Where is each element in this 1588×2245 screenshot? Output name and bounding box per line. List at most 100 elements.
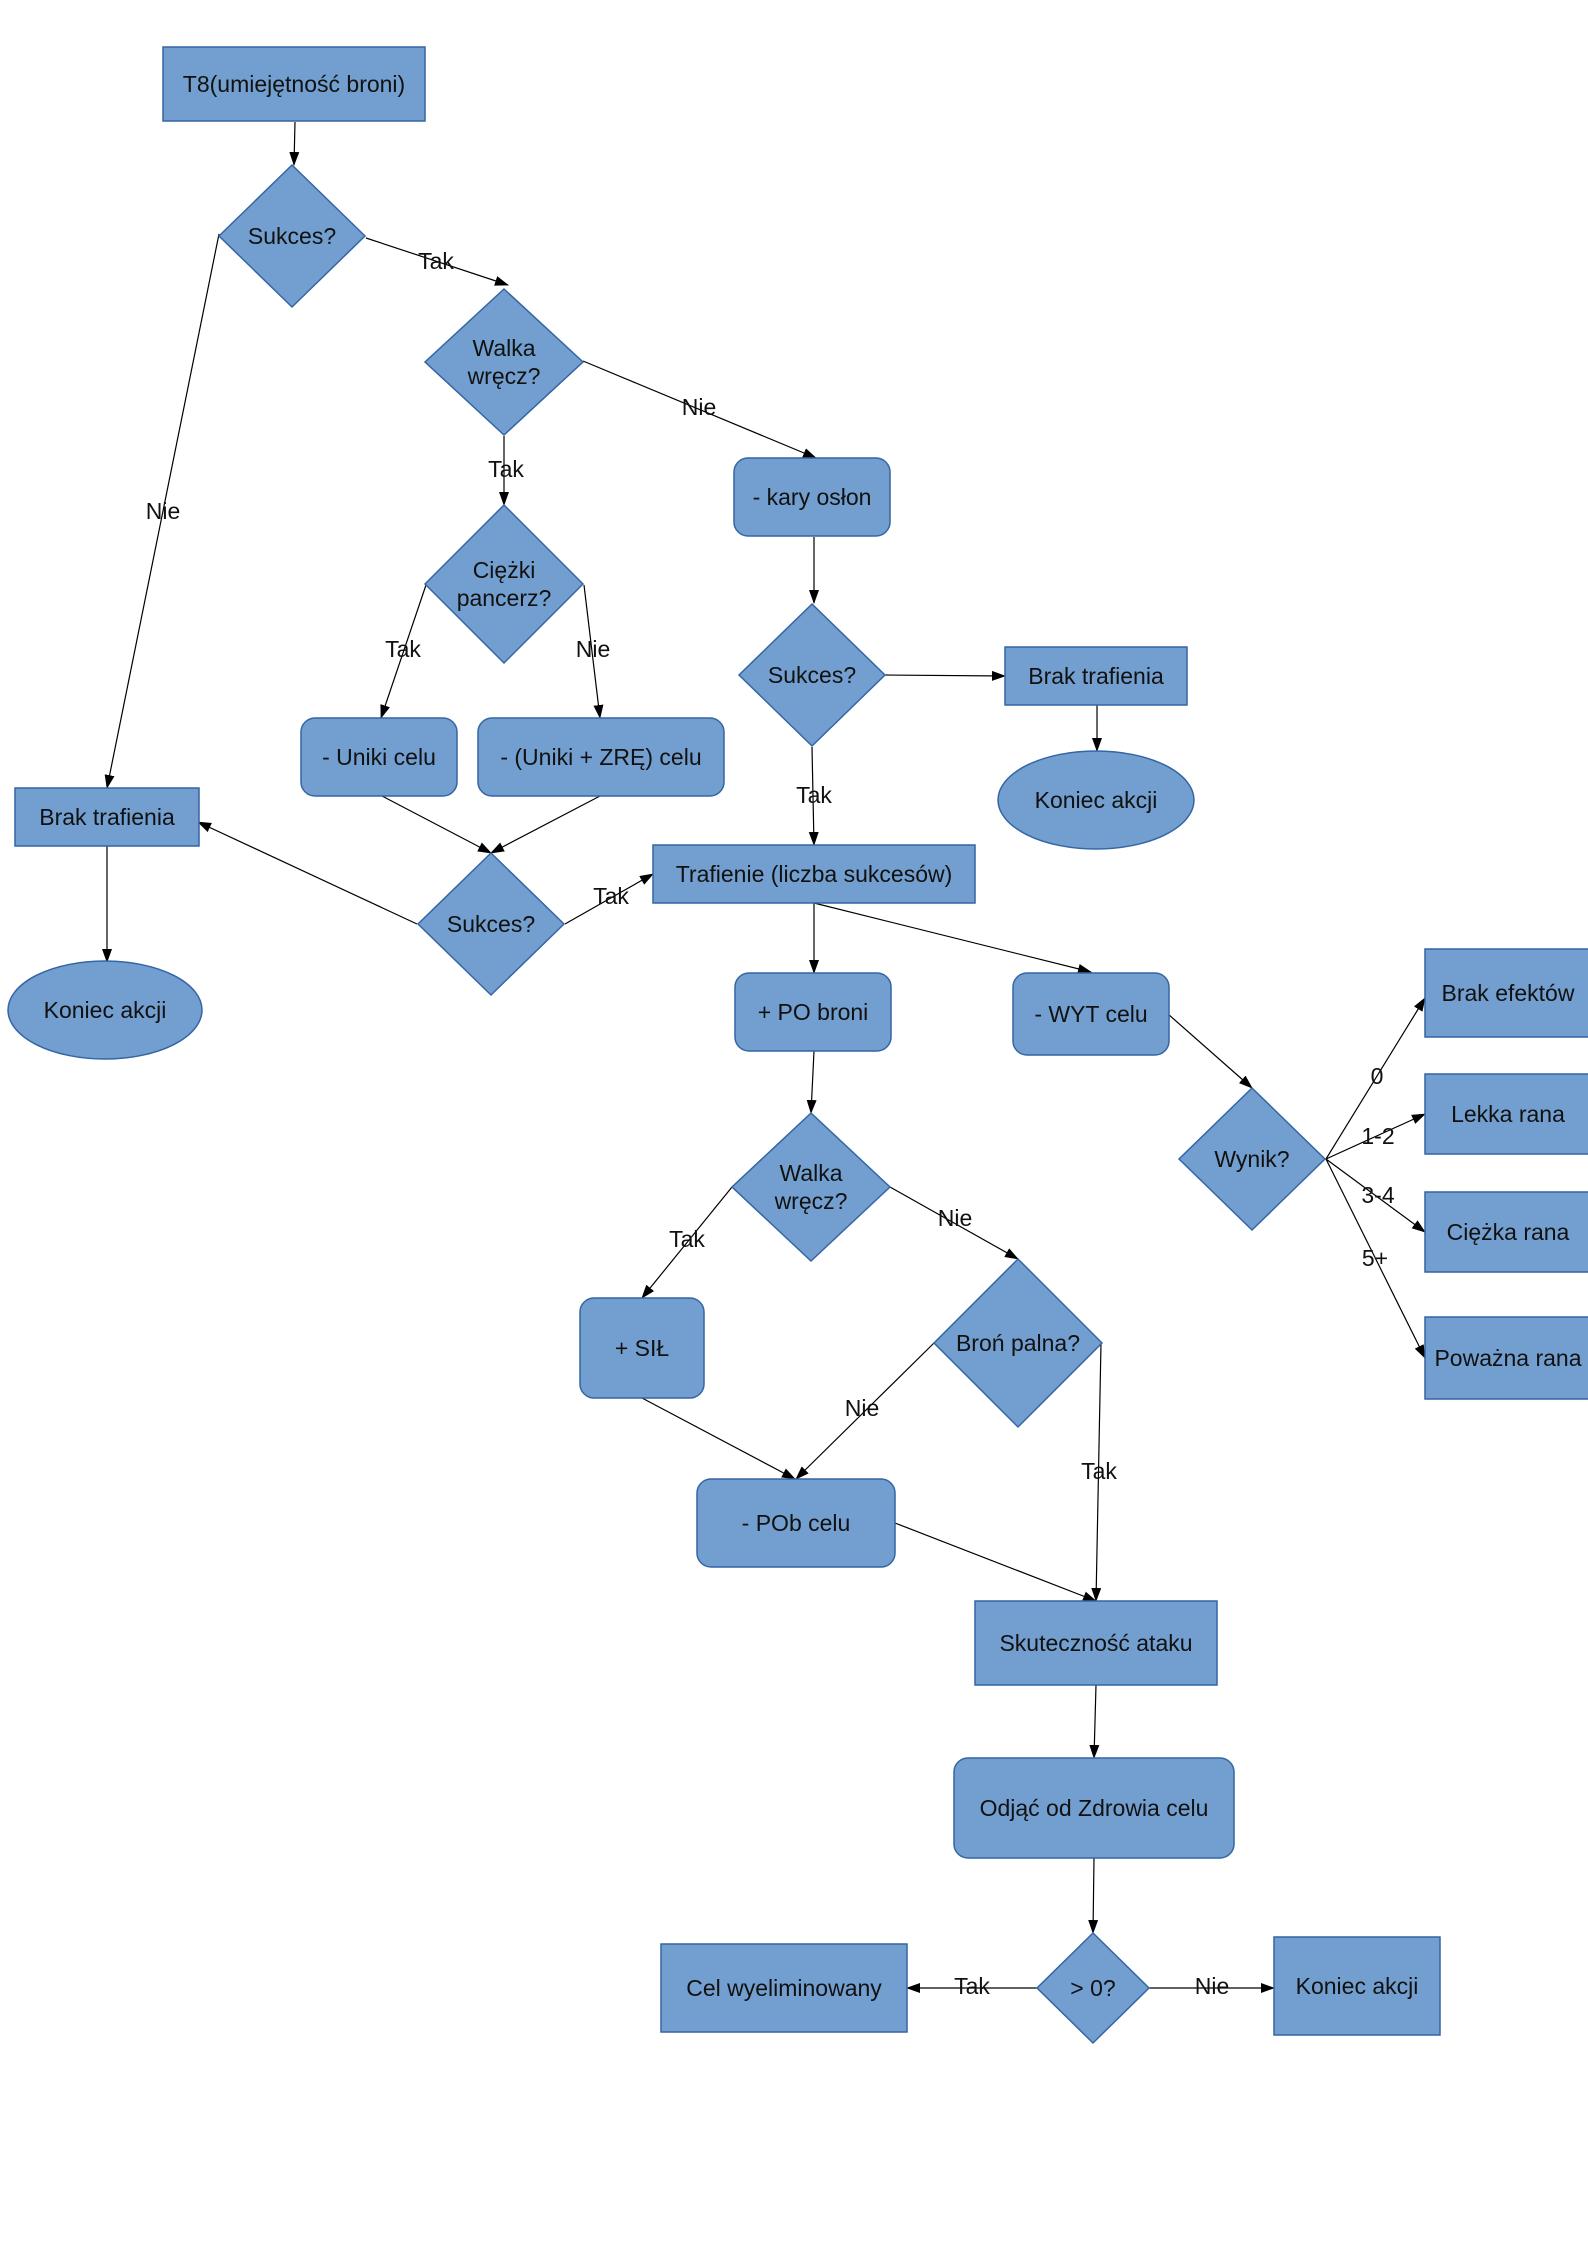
edge-label-e23: 5+ <box>1362 1245 1388 1271</box>
edge-arrow-e1 <box>289 121 300 166</box>
node-d_firearm: Broń palna? <box>932 1257 1104 1429</box>
edge-arrow-e14 <box>490 795 601 854</box>
node-label-effect: Skuteczność ataku <box>999 1630 1192 1656</box>
node-label-cover: - kary osłon <box>753 484 872 510</box>
node-shape-wyt <box>1012 972 1170 1056</box>
node-d_success2: Sukces? <box>737 602 887 748</box>
node-shape-miss1 <box>14 787 200 847</box>
node-shape-eliminated <box>660 1943 908 2033</box>
node-start: T8(umiejętność broni) <box>162 46 426 122</box>
node-shape-end3 <box>1273 1936 1441 2036</box>
node-serious: Poważna rana <box>1424 1316 1588 1400</box>
node-end3: Koniec akcji <box>1273 1936 1441 2036</box>
node-eliminated: Cel wyeliminowany <box>660 1943 908 2033</box>
edge-arrow-e15 <box>197 821 418 925</box>
node-d_success3: Sukces? <box>416 851 566 997</box>
node-label-d_firearm: Broń palna? <box>956 1330 1080 1356</box>
edge-arrow-e23 <box>1325 1158 1426 1359</box>
edge-label-e33: Tak <box>954 1973 990 1999</box>
edge-label-e22: 3-4 <box>1361 1182 1394 1208</box>
node-shape-cover <box>733 457 891 537</box>
edge-arrow-e27 <box>641 1397 796 1480</box>
edge-label-e4: Nie <box>146 498 181 524</box>
edge-arrow-e18 <box>813 902 1092 974</box>
edge-label-e29: Tak <box>1081 1458 1117 1484</box>
edge-arrow-e24 <box>806 1050 817 1114</box>
node-label-end1: Koniec akcji <box>44 997 167 1023</box>
edge-label-e7: Nie <box>576 636 611 662</box>
node-shape-pob <box>696 1478 896 1568</box>
node-shape-po <box>734 972 892 1052</box>
node-effect: Skuteczność ataku <box>974 1600 1218 1686</box>
edge-arrow-e19 <box>1167 1013 1253 1089</box>
node-shape-start <box>162 46 426 122</box>
node-shape-d_melee1 <box>423 287 585 437</box>
edge-arrow-e7 <box>583 584 604 719</box>
node-shape-d_success1 <box>217 163 367 309</box>
edge-label-e16: Tak <box>593 883 629 909</box>
edge-label-e25: Tak <box>669 1226 705 1252</box>
node-label-po: + PO broni <box>758 999 869 1025</box>
node-label-hit: Trafienie (liczba sukcesów) <box>676 861 953 887</box>
edge-arrow-e32 <box>1088 1857 1099 1934</box>
node-label-wyt: - WYT celu <box>1034 1001 1147 1027</box>
edge-arrow-e16 <box>564 873 654 925</box>
node-shape-d_armor <box>423 503 585 665</box>
node-shape-effect <box>974 1600 1218 1686</box>
node-shape-d_result <box>1177 1086 1327 1232</box>
node-shape-d_firearm <box>932 1257 1104 1429</box>
node-dodge: - Uniki celu <box>300 717 458 797</box>
node-label-subtract: Odjąć od Zdrowia celu <box>980 1795 1209 1821</box>
node-sil: + SIŁ <box>579 1297 705 1399</box>
edge-arrow-e20 <box>1325 997 1426 1160</box>
node-label-no_effect: Brak efektów <box>1442 980 1575 1006</box>
edge-arrow-e28 <box>795 1342 935 1480</box>
node-shape-sil <box>579 1297 705 1399</box>
node-label-start: T8(umiejętność broni) <box>183 71 405 97</box>
edge-arrow-e30 <box>894 1522 1097 1602</box>
node-hit: Trafienie (liczba sukcesów) <box>652 844 976 904</box>
node-shape-end2 <box>997 750 1195 850</box>
node-label-heavy: Ciężka rana <box>1447 1219 1570 1245</box>
node-label-eliminated: Cel wyeliminowany <box>686 1975 882 2001</box>
node-shape-miss2 <box>1004 646 1188 706</box>
node-pob: - POb celu <box>696 1478 896 1568</box>
edge-arrow-e12 <box>808 746 819 846</box>
edge-arrow-e13 <box>381 795 492 854</box>
edge-arrow-e31 <box>1089 1684 1100 1759</box>
node-label-d_success3: Sukces? <box>447 911 535 937</box>
edge-label-e3: Nie <box>682 394 717 420</box>
node-cover: - kary osłon <box>733 457 891 537</box>
edge-arrow-e2 <box>365 237 509 286</box>
node-label-d_success1: Sukces? <box>248 223 336 249</box>
node-label-pob: - POb celu <box>742 1510 851 1536</box>
edge-arrow-e22 <box>1325 1158 1426 1233</box>
node-label-light: Lekka rana <box>1451 1101 1565 1127</box>
node-label-dodge: - Uniki celu <box>322 744 436 770</box>
node-po: + PO broni <box>734 972 892 1052</box>
edge-arrow-e9 <box>883 670 1006 681</box>
node-shape-d_success2 <box>737 602 887 748</box>
node-shape-d_melee2 <box>730 1111 892 1263</box>
node-label-serious: Poważna rana <box>1434 1345 1581 1371</box>
node-dodge_dex: - (Uniki + ZRĘ) celu <box>477 717 725 797</box>
edge-label-e5: Tak <box>488 456 524 482</box>
edge-label-e2: Tak <box>418 248 454 274</box>
node-label-d_result: Wynik? <box>1214 1146 1289 1172</box>
edge-label-e28: Nie <box>845 1395 880 1421</box>
edge-arrow-e25 <box>641 1186 733 1299</box>
edge-arrow-e6 <box>380 584 427 719</box>
node-shape-heavy <box>1424 1191 1588 1273</box>
node-shape-d_success3 <box>416 851 566 997</box>
node-label-end2: Koniec akcji <box>1035 787 1158 813</box>
node-label-d_gt0: > 0? <box>1070 1975 1115 2001</box>
node-label-miss2: Brak trafienia <box>1028 663 1164 689</box>
